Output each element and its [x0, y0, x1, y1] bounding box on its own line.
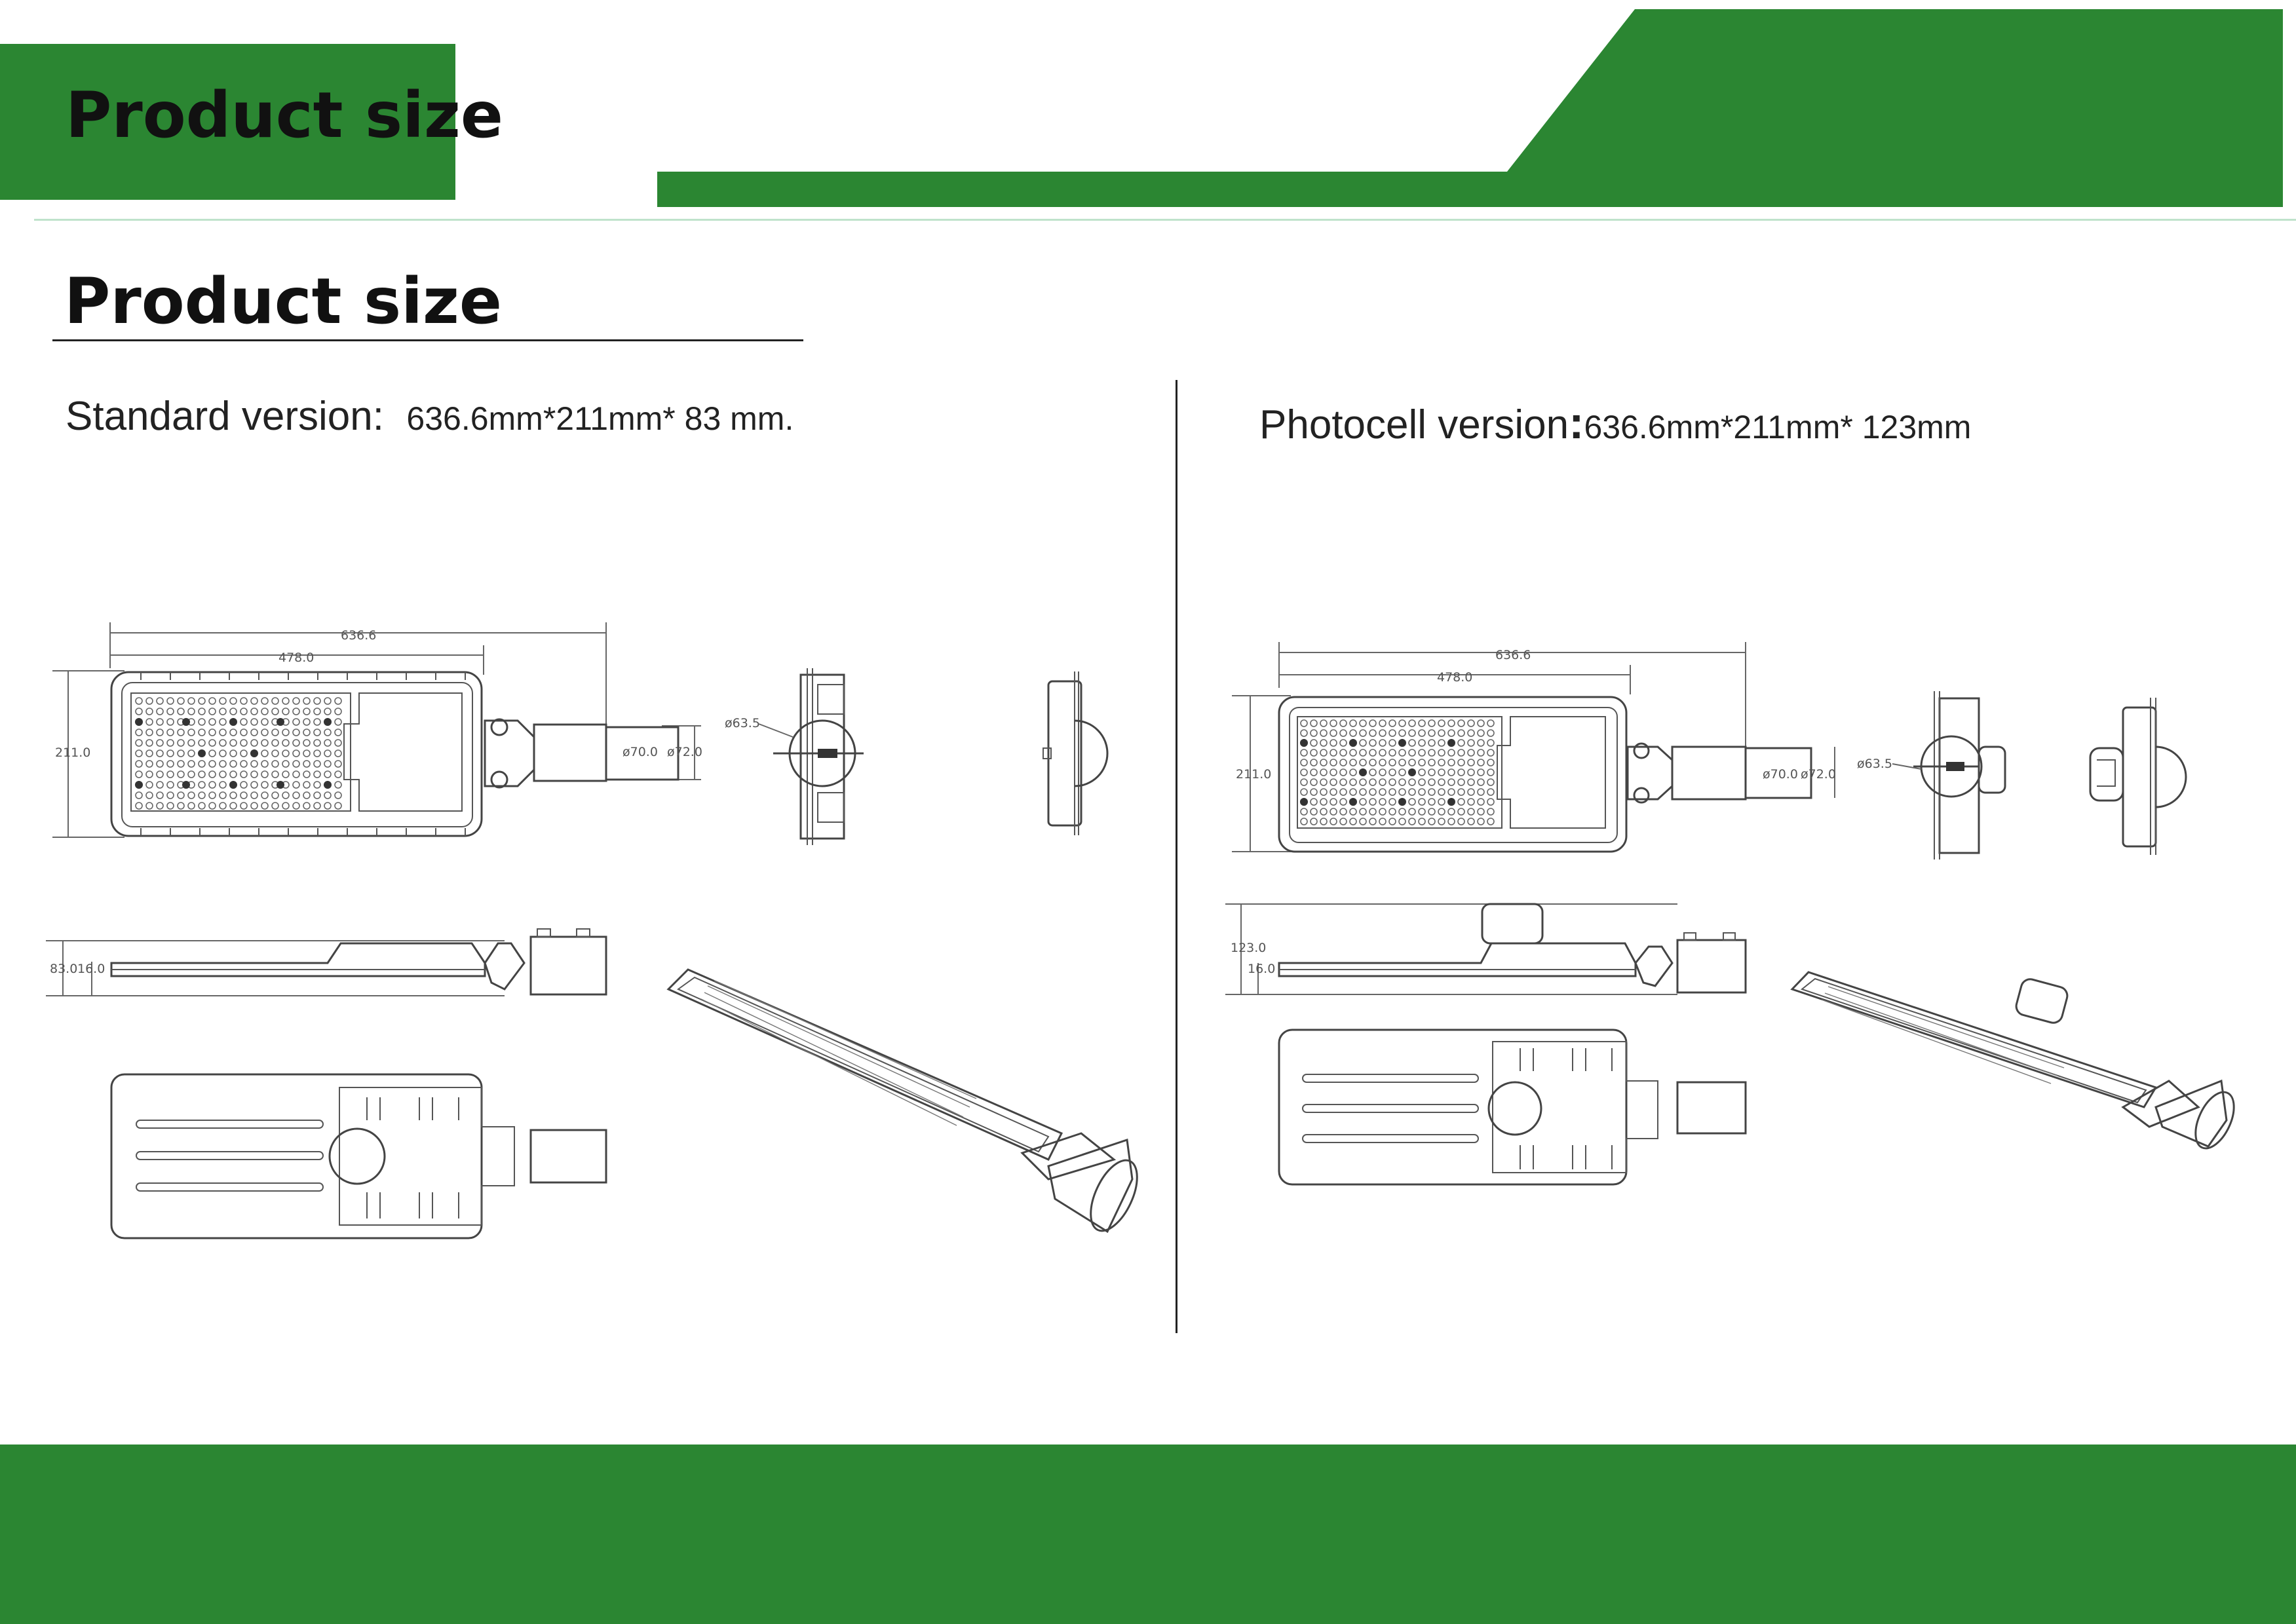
- photocell-version-name: Photocell version: [1259, 402, 1569, 447]
- section-title: Product size: [64, 265, 502, 338]
- footer-green-band: [0, 1445, 2296, 1624]
- std-dim-body-height: 16.0: [77, 962, 105, 976]
- vertical-divider: [1176, 380, 1177, 1333]
- std-dim-pipe-outer: ø72.0: [667, 745, 702, 759]
- pc-dim-height: 123.0: [1231, 941, 1266, 955]
- photocell-bottom-view: [1278, 1029, 1747, 1186]
- photocell-end-view: ø63.5: [1857, 691, 2006, 859]
- standard-version-dimensions: 636.6mm*211mm* 83 mm.: [406, 400, 794, 437]
- header-title: Product size: [66, 79, 503, 152]
- pc-dim-body-height: 16.0: [1248, 962, 1275, 976]
- std-dim-pipe-inner: ø70.0: [622, 745, 658, 759]
- pc-dim-led-length: 478.0: [1437, 670, 1472, 685]
- pc-dim-width: 211.0: [1236, 767, 1271, 782]
- std-dim-led-length: 478.0: [278, 651, 314, 665]
- photocell-perspective-view: [1790, 971, 2235, 1150]
- header-green-band: [657, 9, 2283, 207]
- photocell-top-view: 636.6 478.0 211.0 ø70.0 ø72.0: [1232, 642, 1836, 853]
- standard-version-label: Standard version: 636.6mm*211mm* 83 mm.: [66, 396, 794, 437]
- standard-perspective-view: [666, 968, 1138, 1234]
- standard-top-view: 636.6 478.0 211.0 ø70.0 ø72.0: [52, 622, 702, 838]
- std-dim-length: 636.6: [341, 628, 376, 643]
- standard-far-end-view: [1043, 671, 1109, 835]
- pc-dim-pipe-inner: ø70.0: [1763, 767, 1798, 782]
- pc-dim-pole-dia: ø63.5: [1857, 757, 1892, 771]
- header-title-tab: [0, 44, 455, 200]
- header-divider-line: [34, 219, 2296, 221]
- standard-end-view: ø63.5: [725, 668, 864, 845]
- photocell-version-label: Photocell version:636.6mm*211mm* 123mm: [1259, 400, 1971, 445]
- photocell-far-end-view: [2089, 698, 2187, 855]
- photocell-version-dimensions: 636.6mm*211mm* 123mm: [1584, 409, 1972, 445]
- photocell-side-view: 123.0 16.0: [1225, 903, 1747, 995]
- standard-version-name: Standard version:: [66, 394, 384, 439]
- std-dim-height: 83.0: [50, 962, 77, 976]
- photocell-version-colon: :: [1569, 397, 1584, 448]
- pc-dim-pipe-outer: ø72.0: [1801, 767, 1836, 782]
- standard-bottom-view: [110, 1073, 607, 1239]
- std-dim-width: 211.0: [55, 746, 90, 760]
- std-dim-pole-dia: ø63.5: [725, 716, 760, 730]
- section-title-underline: [52, 339, 803, 341]
- pc-dim-length: 636.6: [1495, 648, 1531, 662]
- standard-side-view: 83.0 16.0: [46, 928, 607, 996]
